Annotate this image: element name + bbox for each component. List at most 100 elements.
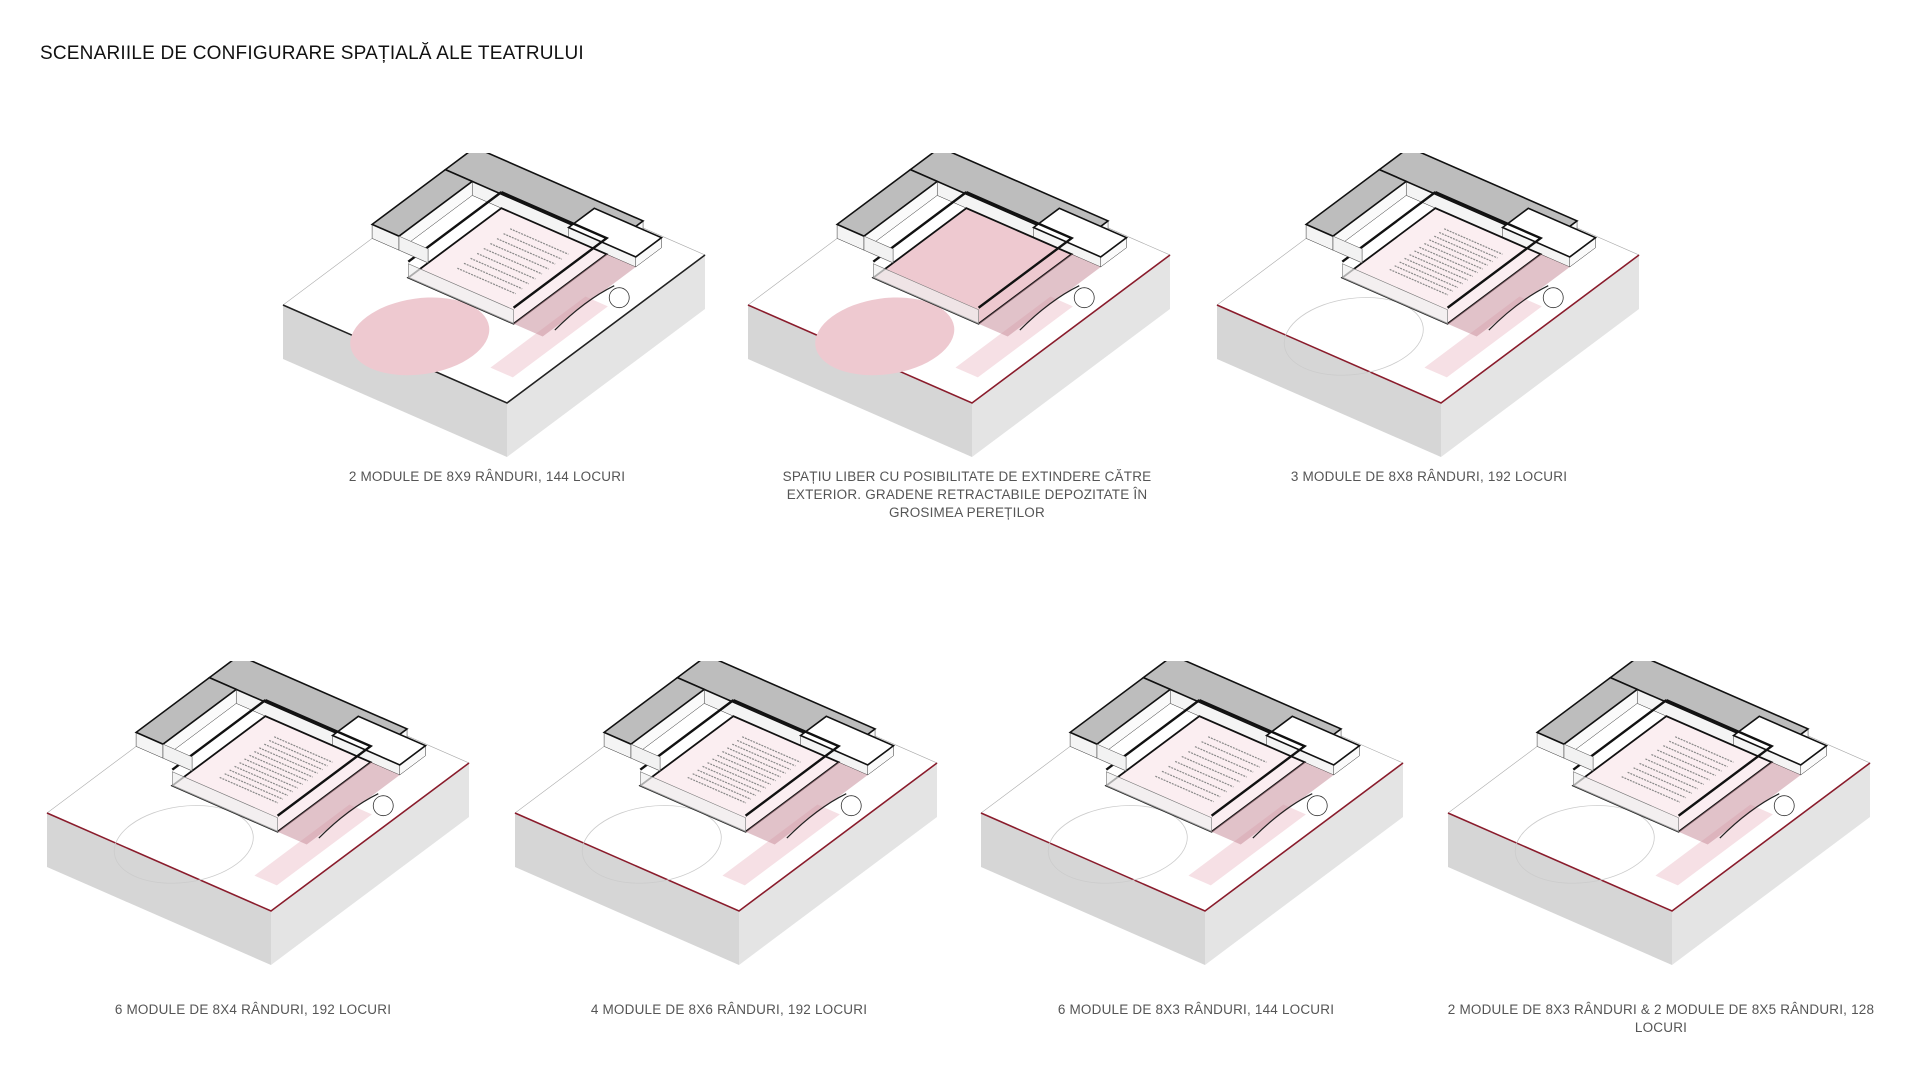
hall-front-screen [873,263,979,325]
axonometric-diagram-7 [1447,661,1877,971]
rooms-back-right [330,715,428,766]
base-edge [46,762,470,912]
hall-wall [1198,699,1308,817]
pink-walkway [955,296,1073,378]
seat-row [717,754,776,782]
round-foyer [1073,287,1095,309]
pink-corridor [745,762,868,845]
seat-row [1155,775,1214,803]
seat-row [1414,250,1473,277]
hall-wall [732,699,842,817]
base-left-face [1217,305,1441,457]
pink-walkway [1188,804,1306,886]
seat-row [697,769,757,797]
round-foyer [1306,795,1328,817]
seat-row [476,252,536,280]
seat-row [1201,741,1261,768]
base-left-face [47,813,271,965]
axonometric-diagram-5 [514,661,944,971]
scenario-caption-6: 6 MODULE DE 8X3 RÂNDURI, 144 LOCURI [1057,1002,1335,1017]
courtyard-circle [815,297,955,376]
axonometric-diagram-2 [747,153,1177,463]
courtyard-circle [1283,297,1424,376]
base-left-face [515,813,739,965]
base-edge [514,762,938,912]
seat-row [273,736,333,763]
hall-wall [965,191,1075,309]
seat-row [1194,746,1254,773]
seat-row [509,228,569,255]
seat-row [1161,770,1221,798]
seat-row [1207,736,1267,763]
seat-row [219,776,279,804]
curved-foyer-wall [1719,793,1780,839]
courtyard-circle [581,805,722,884]
seat-row [1181,755,1241,783]
seat-row [1434,235,1493,263]
seat-row [1429,239,1488,266]
scenario-caption-2: SPAȚIU LIBER CU POSIBILITATE DE EXTINDER… [782,469,1152,520]
seat-row [1404,257,1464,285]
gray-rooms-left [835,168,939,238]
seat-row [234,765,294,793]
round-foyer [608,287,630,309]
entrance-screen [1096,743,1127,772]
seat-row [1419,246,1478,274]
seat-row [249,754,308,782]
courtyard-circle [1514,805,1655,884]
base-right-face [739,763,937,965]
seat-row [229,769,289,797]
entrance-screen [863,235,894,264]
gray-rooms-left [134,676,238,746]
entrance-screen [398,235,429,264]
pink-corridor [1447,254,1570,337]
gray-rooms-left [1535,676,1639,746]
curved-foyer-wall [1488,285,1549,331]
pink-walkway [490,296,608,378]
curved-foyer-wall [786,793,847,839]
base-left-face [1448,813,1672,965]
axonometric-diagram-1 [282,153,712,463]
base-right-face [1205,763,1403,965]
seat-row [692,773,752,800]
seat-row [702,765,762,793]
round-foyer [840,795,862,817]
seat-row [503,233,563,260]
entrance-screen [1332,235,1363,264]
scenario-caption-7: 2 MODULE DE 8X3 RÂNDURI & 2 MODULE DE 8X… [1447,1002,1875,1035]
courtyard-circle [350,297,490,376]
seating-modules [1621,736,1734,803]
hall-wall [1434,191,1544,309]
seat-row [741,736,801,763]
seat-row [687,776,747,804]
seat-row [239,762,298,789]
rooms-back-right [798,715,896,766]
seating-modules [457,228,569,295]
pink-corridor [1678,762,1801,845]
pink-walkway [722,804,840,886]
seat-row [727,747,786,774]
gray-rooms-left [602,676,706,746]
seat-row [1663,745,1722,772]
pink-corridor [978,254,1101,337]
seat-row [1645,758,1704,785]
hall-front-screen [1573,771,1679,833]
seat-row [457,267,516,295]
seat-row [1188,751,1247,778]
seat-row [1674,736,1734,763]
rooms-back-right [1731,715,1829,766]
seat-row [1409,254,1468,281]
hall-front-screen [1106,771,1212,833]
seat-row [732,743,791,771]
seating-modules [1389,228,1503,296]
hall-front-screen [1342,263,1448,325]
base-edge [1447,762,1871,912]
seat-row [1639,762,1699,790]
round-foyer [1542,287,1564,309]
seat-row [1438,231,1498,259]
hall-wall [1665,699,1775,817]
round-foyer [1773,795,1795,817]
seat-row [268,739,328,767]
rooms-back-right [1031,207,1129,258]
axonometric-diagram-3 [1216,153,1646,463]
